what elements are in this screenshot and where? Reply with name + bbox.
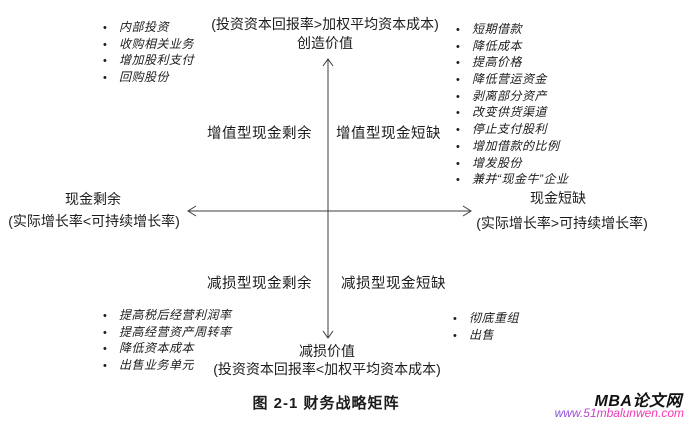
bullet-icon: • <box>456 107 461 120</box>
bullet-icon: • <box>456 40 461 53</box>
list-item-label: 剥离部分资产 <box>472 88 548 103</box>
list-item-label: 内部投资 <box>119 20 170 34</box>
strategy-list-top-left: • 内部投资 • 收购相关业务 • 增加股利支付 • 回购股份 <box>103 19 194 86</box>
watermark-url: www.51mbalunwen.com <box>554 406 684 420</box>
list-item: • 出售 <box>453 327 519 344</box>
left-arrowhead-icon <box>187 205 197 217</box>
bullet-icon: • <box>103 326 108 339</box>
bullet-icon: • <box>456 74 461 87</box>
strategy-list-bottom-right: • 彻底重组 • 出售 <box>453 310 519 343</box>
bullet-icon: • <box>456 124 461 137</box>
list-item-label: 降低成本 <box>472 38 523 53</box>
figure-caption: 图 2-1 财务战略矩阵 <box>252 395 400 412</box>
list-item: • 降低资本成本 <box>103 340 232 357</box>
bullet-icon: • <box>456 174 461 187</box>
list-item: • 回购股份 <box>103 69 194 86</box>
list-item-label: 增加借款的比例 <box>472 138 560 153</box>
list-item: • 内部投资 <box>103 19 194 36</box>
list-item: • 降低成本 <box>456 38 569 55</box>
list-item-label: 停止支付股利 <box>472 122 548 137</box>
list-item-label: 出售 <box>469 327 495 342</box>
list-item-label: 收购相关业务 <box>119 36 195 51</box>
bullet-icon: • <box>456 24 461 36</box>
bullet-icon: • <box>103 72 108 85</box>
bullet-icon: • <box>456 57 461 70</box>
bullet-icon: • <box>103 360 108 373</box>
list-item-label: 增发股份 <box>472 155 523 170</box>
list-item: • 提高价格 <box>456 54 569 71</box>
bullet-icon: • <box>453 329 458 342</box>
list-item-label: 提高经营资产周转率 <box>119 324 232 339</box>
list-item-label: 提高税后经营利润率 <box>119 308 232 322</box>
list-item: • 增发股份 <box>456 155 569 172</box>
cash-surplus-axis-label: 现金剩余 <box>65 191 121 207</box>
cash-shortage-axis-label: 现金短缺 <box>530 190 586 206</box>
quadrant-label-value-add-surplus: 增值型现金剩余 <box>207 126 312 142</box>
bullet-icon: • <box>103 55 108 68</box>
list-item: • 提高税后经营利润率 <box>103 307 232 324</box>
bullet-icon: • <box>103 22 108 34</box>
cash-shortage-axis-condition: (实际增长率>可持续增长率) <box>476 215 648 231</box>
top-formula: (投资资本回报率>加权平均资本成本) <box>211 16 439 32</box>
list-item-label: 回购股份 <box>119 70 170 85</box>
down-arrowhead-icon <box>322 330 334 339</box>
list-item-label: 增加股利支付 <box>119 53 195 68</box>
list-item: • 收购相关业务 <box>103 36 194 53</box>
list-item: • 改变供货渠道 <box>456 104 569 121</box>
quadrant-label-value-loss-surplus: 减损型现金剩余 <box>207 276 312 292</box>
list-item-label: 改变供货渠道 <box>472 105 548 120</box>
strategy-list-top-right: • 短期借款 • 降低成本 • 提高价格 • 降低营运资金 • 剥离部分资产 • 改变供货渠… <box>456 21 569 188</box>
list-item-label: 降低资本成本 <box>119 341 195 356</box>
bullet-icon: • <box>103 343 108 356</box>
cash-surplus-axis-condition: (实际增长率<可持续增长率) <box>8 213 180 229</box>
strategy-list-bottom-left: • 提高税后经营利润率 • 提高经营资产周转率 • 降低资本成本 • 出售业务单元 <box>103 307 232 374</box>
quadrant-label-value-add-shortage: 增值型现金短缺 <box>336 126 441 142</box>
list-item: • 降低营运资金 <box>456 71 569 88</box>
list-item: • 出售业务单元 <box>103 357 232 374</box>
list-item: • 增加股利支付 <box>103 52 194 69</box>
bullet-icon: • <box>453 313 458 325</box>
list-item-label: 短期借款 <box>472 22 523 36</box>
list-item-label: 出售业务单元 <box>119 358 195 373</box>
destroy-value-label: 减损价值 <box>299 343 355 359</box>
list-item: • 剥离部分资产 <box>456 88 569 105</box>
bullet-icon: • <box>456 140 461 153</box>
list-item-label: 兼并“现金牛”企业 <box>472 172 569 187</box>
list-item: • 兼并“现金牛”企业 <box>456 171 569 188</box>
list-item: • 增加借款的比例 <box>456 138 569 155</box>
list-item-label: 彻底重组 <box>469 311 520 325</box>
up-arrowhead-icon <box>322 58 334 67</box>
bullet-icon: • <box>456 157 461 170</box>
list-item: • 停止支付股利 <box>456 121 569 138</box>
list-item: • 彻底重组 <box>453 310 519 327</box>
create-value-label: 创造价值 <box>297 35 353 51</box>
right-arrowhead-icon <box>462 205 472 217</box>
bullet-icon: • <box>103 310 108 322</box>
watermark-site-name: MBA论文网 <box>594 393 682 410</box>
list-item-label: 降低营运资金 <box>472 72 548 87</box>
list-item: • 短期借款 <box>456 21 569 38</box>
quadrant-label-value-loss-shortage: 减损型现金短缺 <box>341 276 446 292</box>
bullet-icon: • <box>456 90 461 103</box>
list-item: • 提高经营资产周转率 <box>103 324 232 341</box>
list-item-label: 提高价格 <box>472 55 523 70</box>
bullet-icon: • <box>103 38 108 51</box>
bottom-formula: (投资资本回报率<加权平均资本成本) <box>213 361 441 377</box>
